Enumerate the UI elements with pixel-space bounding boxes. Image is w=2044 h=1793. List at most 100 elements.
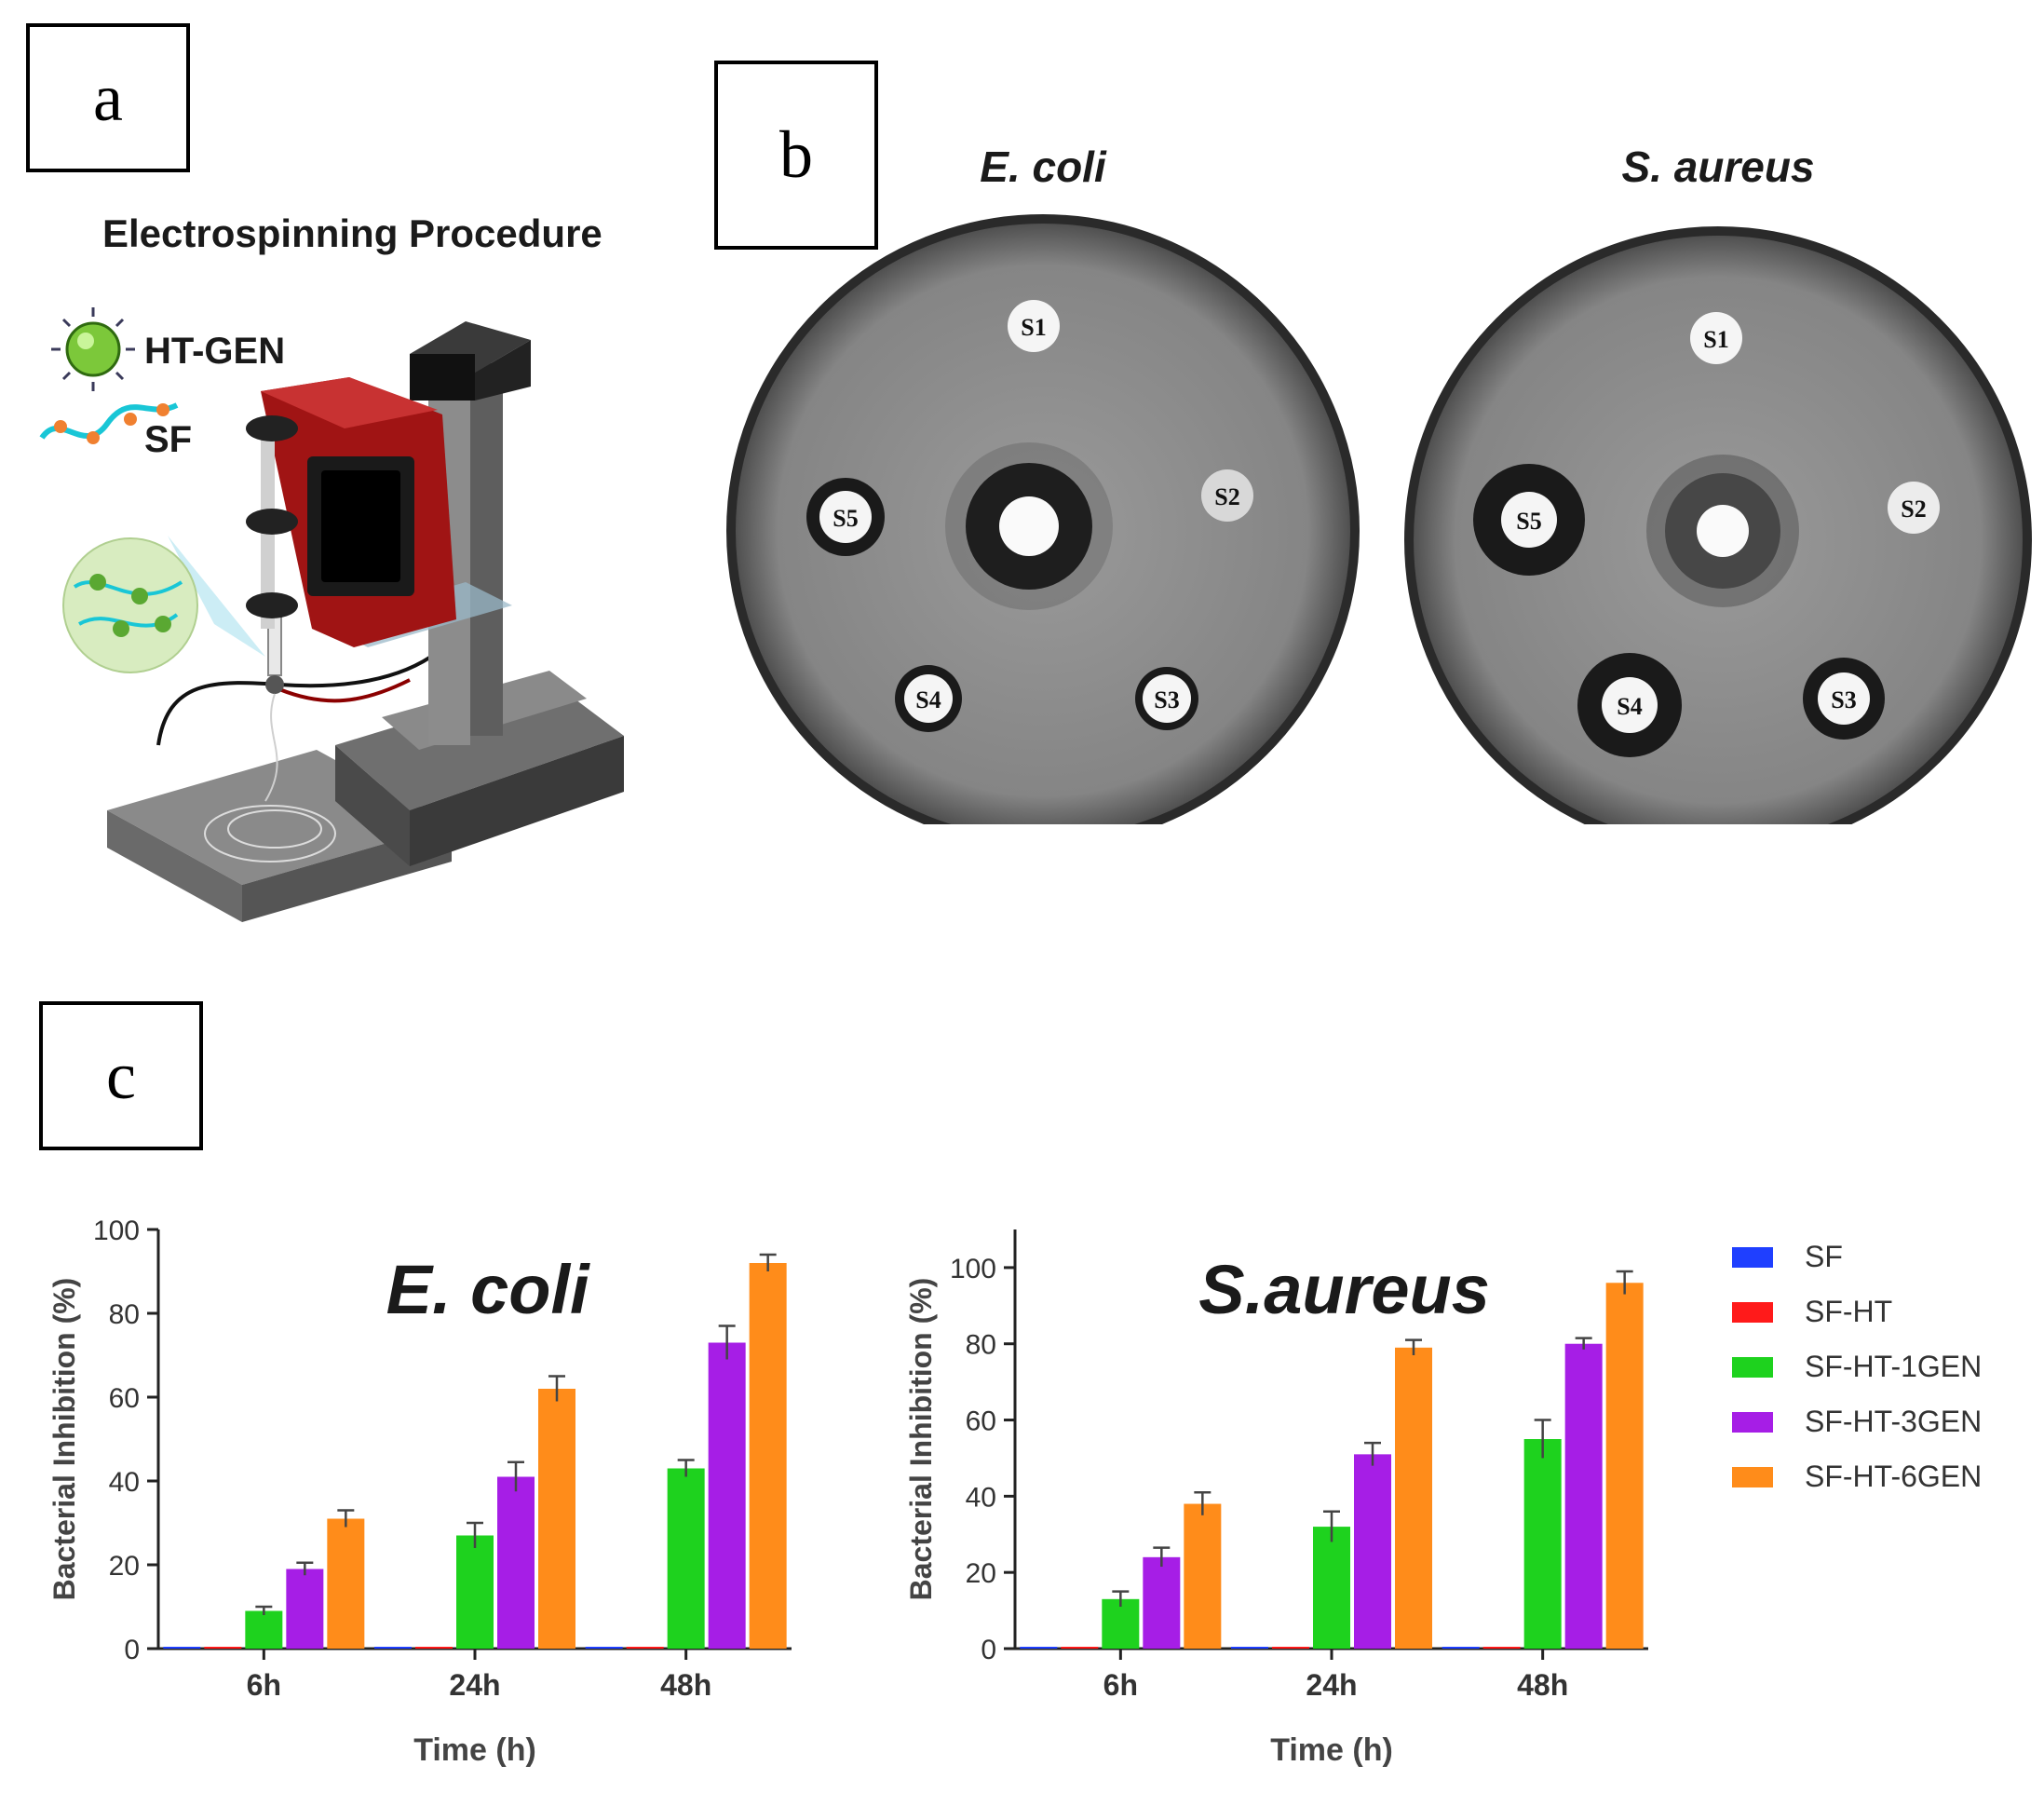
y-tick-label: 80 (966, 1330, 996, 1361)
bar (1143, 1556, 1181, 1649)
bar (626, 1647, 664, 1649)
y-tick-label: 100 (950, 1254, 996, 1284)
bar (585, 1647, 623, 1649)
legend-label: SF-HT (1805, 1295, 1893, 1328)
svg-text:S1: S1 (1021, 314, 1046, 341)
disc-s1: S1 (1690, 312, 1742, 364)
legend-label: SF (1805, 1240, 1843, 1273)
legend-swatch (1732, 1301, 1773, 1323)
chart-title: S.aureus (1198, 1251, 1490, 1328)
panel-label-a: a (26, 23, 190, 172)
legend-item: SF (1732, 1229, 2030, 1284)
bar (163, 1647, 201, 1649)
disc-s1: S1 (1008, 300, 1060, 352)
x-tick-label: 6h (247, 1668, 281, 1702)
legend-swatch (1732, 1356, 1773, 1378)
legend-item: SF-HT-6GEN (1732, 1449, 2030, 1504)
ht-gen-particle-icon (51, 307, 135, 391)
bar (708, 1342, 746, 1649)
bar (415, 1647, 453, 1649)
bar (245, 1610, 283, 1649)
svg-text:S5: S5 (1516, 508, 1541, 535)
disc-s2: S2 (1888, 482, 1940, 534)
y-axis-label: Bacterial Inhibition (%) (47, 1278, 81, 1601)
y-tick-label: 100 (93, 1216, 140, 1246)
inhibition-zone-plates: E. coli S1 S2 S3 S4 (726, 143, 2032, 824)
y-tick-label: 40 (109, 1467, 140, 1498)
bar (1523, 1439, 1562, 1649)
ht-gen-label: HT-GEN (144, 331, 285, 372)
x-tick-label: 48h (660, 1668, 711, 1702)
x-tick-label: 24h (449, 1668, 500, 1702)
bar (286, 1569, 324, 1649)
svg-text:S5: S5 (832, 505, 858, 532)
legend-label: SF-HT-1GEN (1805, 1350, 1983, 1383)
chart-title: E. coli (386, 1251, 590, 1328)
svg-text:S3: S3 (1831, 686, 1856, 713)
chart-legend: SF SF-HT SF-HT-1GEN SF-HT-3GEN SF-HT-6GEN (1732, 1229, 2030, 1504)
bar (1442, 1647, 1480, 1649)
electrospinning-illustration: Electrospinning Procedure HT-GEN SF (39, 214, 624, 922)
panel-label-b: b (714, 61, 878, 250)
bar (667, 1468, 705, 1649)
plate-title-e-coli: E. coli (980, 143, 1107, 191)
y-tick-label: 0 (124, 1635, 140, 1665)
svg-text:S4: S4 (915, 686, 941, 713)
y-tick-label: 80 (109, 1299, 140, 1330)
x-tick-label: 24h (1306, 1668, 1357, 1702)
legend-label: SF-HT-6GEN (1805, 1460, 1983, 1493)
bar (1605, 1283, 1644, 1649)
disc-s4: S4 (895, 665, 962, 732)
disc-s5: S5 (1473, 464, 1585, 576)
svg-text:S2: S2 (1901, 496, 1926, 523)
bar (456, 1535, 494, 1649)
magnified-fiber-icon (62, 536, 265, 673)
y-tick-label: 0 (981, 1635, 996, 1665)
legend-swatch (1732, 1411, 1773, 1433)
panel-label-c: c (39, 1001, 203, 1150)
bar (1020, 1647, 1058, 1649)
red-cable (278, 678, 411, 703)
legend-label: SF-HT-3GEN (1805, 1405, 1983, 1438)
bar (1482, 1647, 1521, 1649)
bar (374, 1647, 412, 1649)
svg-text:S4: S4 (1617, 693, 1642, 720)
plate-s-aureus: S. aureus S1 S2 S3 S4 (1404, 143, 2032, 824)
disc-s2: S2 (1201, 469, 1253, 522)
svg-text:S3: S3 (1154, 686, 1179, 713)
x-tick-label: 6h (1103, 1668, 1138, 1702)
legend-item: SF-HT-3GEN (1732, 1394, 2030, 1449)
plate-title-s-aureus: S. aureus (1621, 143, 1814, 191)
bar (204, 1647, 242, 1649)
bar (1564, 1343, 1603, 1649)
y-tick-label: 60 (966, 1406, 996, 1437)
y-tick-label: 20 (109, 1551, 140, 1582)
disc-s5: S5 (806, 478, 885, 556)
y-tick-label: 20 (966, 1558, 996, 1589)
svg-text:S2: S2 (1214, 483, 1239, 510)
x-tick-label: 48h (1517, 1668, 1568, 1702)
sf-label: SF (144, 419, 192, 460)
bar (538, 1389, 575, 1649)
bar (1184, 1503, 1222, 1649)
x-axis-label: Time (h) (413, 1732, 536, 1768)
bar (327, 1518, 365, 1649)
legend-item: SF-HT-1GEN (1732, 1339, 2030, 1394)
bar (1272, 1647, 1309, 1649)
svg-text:S1: S1 (1703, 326, 1728, 353)
x-axis-label: Time (h) (1270, 1732, 1393, 1768)
bar (1313, 1527, 1350, 1649)
legend-item: SF-HT (1732, 1284, 2030, 1339)
legend-swatch (1732, 1466, 1773, 1487)
bar (1061, 1647, 1099, 1649)
bar (1102, 1598, 1140, 1649)
disc-s3: S3 (1135, 667, 1198, 730)
bar (1354, 1454, 1391, 1649)
sf-chain-icon (39, 402, 179, 444)
spinning-chamber (246, 377, 456, 647)
bar (749, 1263, 787, 1649)
bar (1395, 1347, 1432, 1649)
